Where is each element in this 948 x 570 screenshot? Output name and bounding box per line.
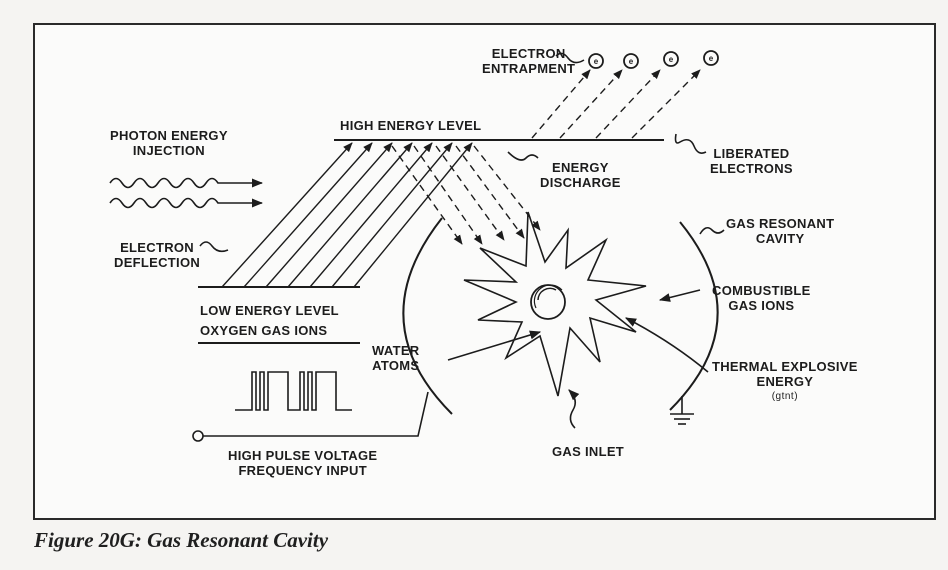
water-atoms-leader	[447, 330, 542, 361]
label-water-atoms: WATER ATOMS	[372, 343, 420, 373]
electron-entrapment-leader	[555, 52, 585, 64]
label-energy-discharge: ENERGY DISCHARGE	[540, 160, 621, 190]
ground-symbol	[670, 396, 694, 425]
electron-deflection-lines	[221, 142, 473, 288]
label-photon-energy-injection: PHOTON ENERGY INJECTION	[110, 128, 228, 158]
liberated-electrons-leader	[674, 133, 707, 154]
combustible-gas-ions-leader	[658, 289, 701, 302]
gas-inlet-leader	[568, 389, 580, 429]
electron-symbol: e	[709, 54, 714, 63]
cavity-left-wall	[402, 217, 453, 415]
electron-symbol: e	[594, 57, 599, 66]
label-electron-entrapment: ELECTRON ENTRAPMENT	[482, 46, 576, 76]
electron-symbols	[588, 50, 719, 69]
voltage-input-terminal	[192, 430, 204, 442]
electron-deflection-leader	[199, 241, 229, 253]
label-high-energy-level: HIGH ENERGY LEVEL	[340, 118, 482, 133]
label-electron-deflection: ELECTRON DEFLECTION	[114, 240, 201, 270]
voltage-input-wire	[203, 391, 429, 437]
label-oxygen-gas-ions: OXYGEN GAS IONS	[200, 323, 328, 338]
label-gas-inlet: GAS INLET	[552, 444, 625, 459]
gas-atom	[530, 284, 566, 320]
label-gas-resonant-cavity: GAS RESONANT CAVITY	[726, 216, 835, 246]
photon-wave-top	[109, 177, 264, 189]
energy-discharge-leader	[507, 151, 539, 161]
label-combustible-gas-ions: COMBUSTIBLE GAS IONS	[712, 283, 811, 313]
figure-caption: Figure 20G: Gas Resonant Cavity	[34, 528, 329, 552]
explosion-starburst	[463, 211, 647, 397]
electron-symbol: e	[629, 57, 634, 66]
electron-symbol: e	[669, 55, 674, 64]
pulse-train	[235, 371, 352, 411]
label-liberated-electrons: LIBERATED ELECTRONS	[710, 146, 793, 176]
energy-discharge-arrows	[391, 145, 541, 245]
thermal-explosive-leader	[625, 317, 709, 373]
liberated-electron-arrows	[531, 69, 701, 139]
gas-resonant-cavity-leader	[699, 226, 725, 235]
electron-symbol-labels: e e e e	[594, 54, 714, 66]
photon-wave-bottom	[109, 197, 264, 209]
label-high-pulse-voltage: HIGH PULSE VOLTAGE FREQUENCY INPUT	[228, 448, 378, 478]
cavity-right-wall	[669, 221, 719, 411]
diagram-frame	[33, 23, 936, 520]
label-thermal-explosive-energy: THERMAL EXPLOSIVE ENERGY (gtnt)	[712, 359, 858, 402]
label-low-energy-level: LOW ENERGY LEVEL	[200, 303, 339, 318]
